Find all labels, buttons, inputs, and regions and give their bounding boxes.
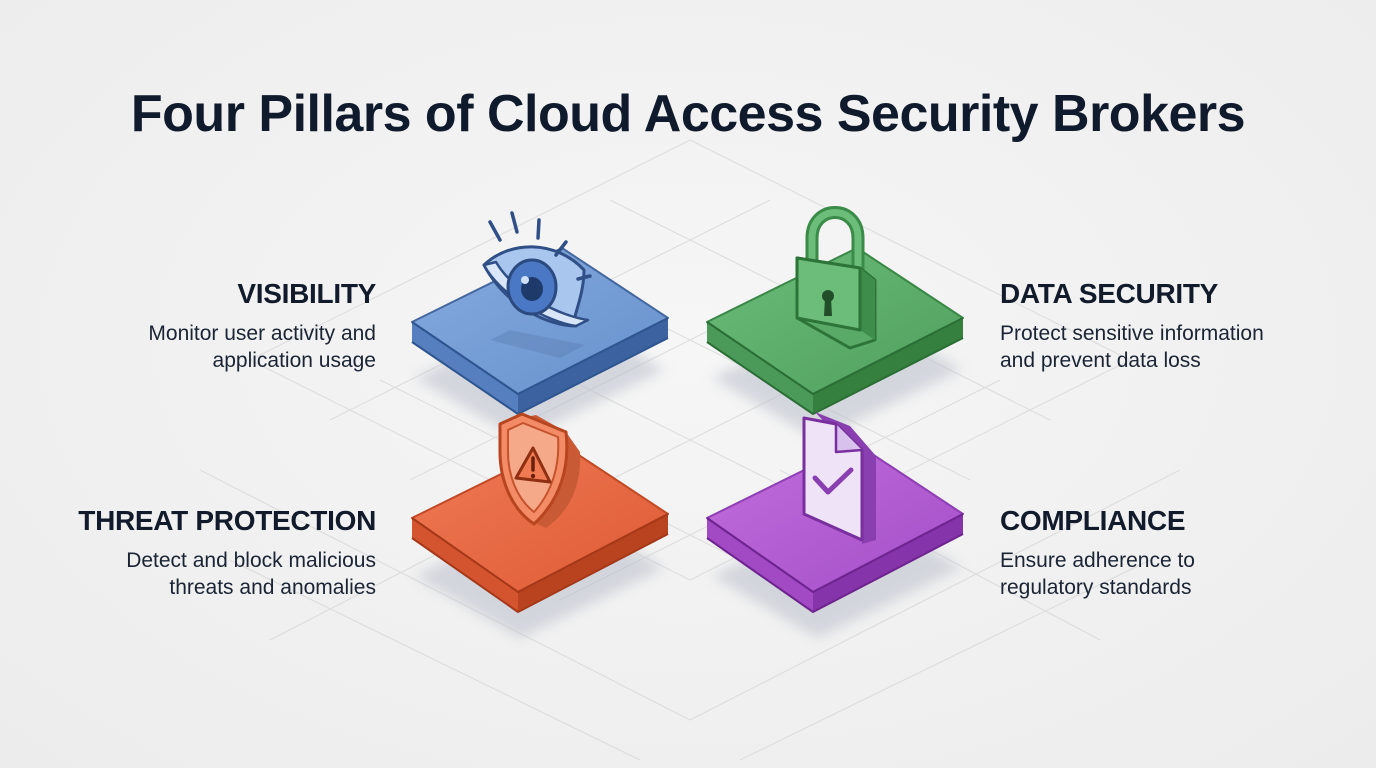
- visibility-heading: VISIBILITY: [237, 278, 376, 309]
- compliance-description: Ensure adherence to regulatory standards: [1000, 547, 1330, 601]
- visibility-description: Monitor user activity and application us…: [46, 320, 376, 374]
- compliance-description-line: regulatory standards: [1000, 576, 1192, 599]
- compliance-description-line: Ensure adherence to: [1000, 549, 1195, 572]
- visibility-label: VISIBILITY Monitor user activity and app…: [46, 278, 376, 374]
- visibility-tile: [411, 247, 669, 440]
- checked-document-icon: [802, 412, 876, 544]
- eye-icon: [482, 211, 592, 358]
- warning-shield-icon: [498, 412, 581, 528]
- visibility-description-line: Monitor user activity and: [148, 322, 376, 345]
- data-security-description-line: and prevent data loss: [1000, 349, 1201, 372]
- threat-protection-tile: [411, 443, 669, 638]
- data-security-description-line: Protect sensitive information: [1000, 322, 1264, 345]
- threat-protection-description-line: Detect and block malicious: [126, 549, 376, 572]
- data-security-description: Protect sensitive information and preven…: [1000, 320, 1330, 374]
- data-security-heading: DATA SECURITY: [1000, 278, 1219, 309]
- compliance-heading: COMPLIANCE: [1000, 505, 1186, 536]
- data-security-label: DATA SECURITY Protect sensitive informat…: [1000, 278, 1330, 374]
- threat-protection-heading: THREAT PROTECTION: [78, 505, 376, 536]
- floor-grid: [199, 139, 1181, 761]
- page-title: Four Pillars of Cloud Access Security Br…: [130, 85, 1246, 143]
- compliance-label: COMPLIANCE Ensure adherence to regulator…: [1000, 505, 1330, 601]
- threat-protection-label: THREAT PROTECTION Detect and block malic…: [46, 505, 376, 601]
- threat-protection-description: Detect and block malicious threats and a…: [46, 547, 376, 601]
- padlock-icon: [795, 206, 877, 350]
- threat-protection-description-line: threats and anomalies: [169, 576, 376, 599]
- visibility-description-line: application usage: [212, 349, 376, 372]
